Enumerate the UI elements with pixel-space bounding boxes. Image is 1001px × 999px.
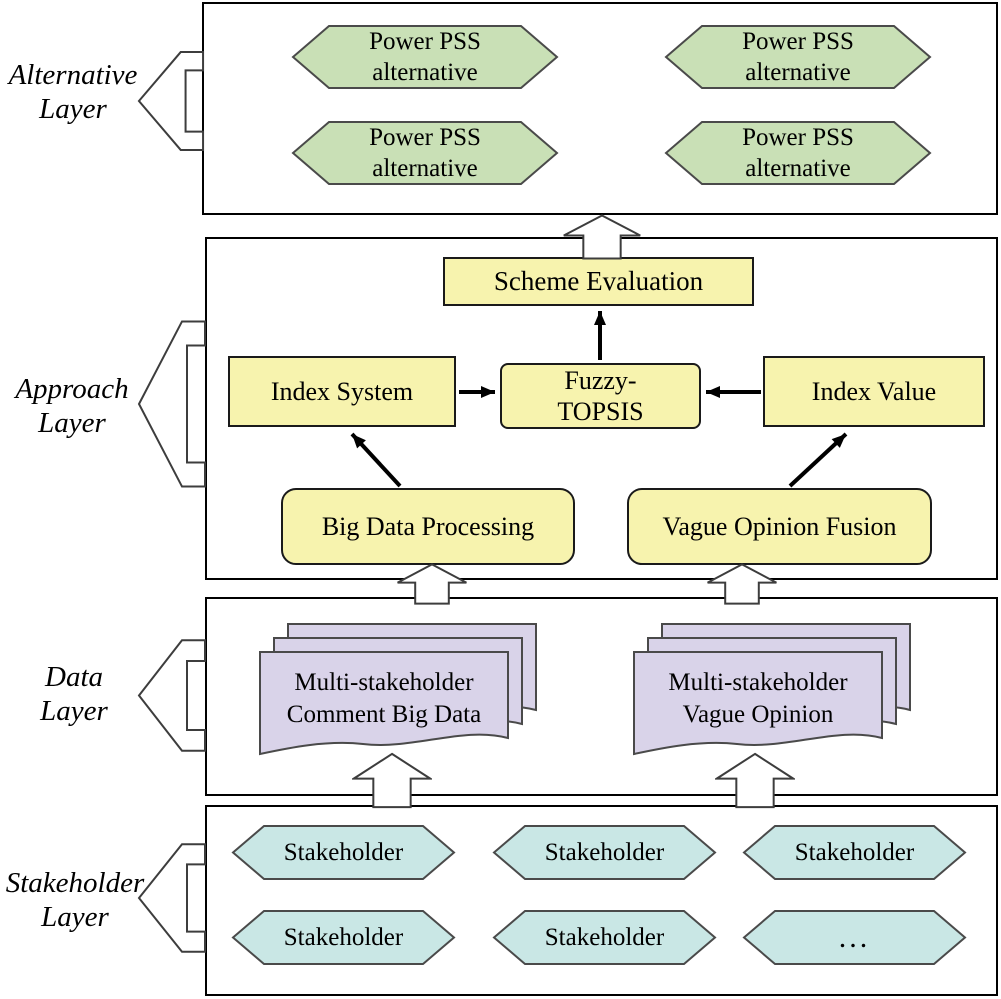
comment-big-data-label: Multi-stakeholder Comment Big Data — [258, 655, 510, 743]
bracket-arrow-shape — [139, 52, 203, 150]
hexagon-shape — [492, 825, 717, 880]
up-arrow-shape — [354, 754, 430, 807]
stakeholder-layer-label-line2: Layer — [41, 901, 109, 934]
hexagon-label: Stakeholder — [231, 909, 456, 966]
bracket-arrow-shape — [139, 640, 205, 750]
comment-big-data-label-line2: Comment Big Data — [286, 701, 482, 728]
hexagon-label-line1: Power PSS — [742, 27, 854, 55]
stakeholder-layer-label-line1: Stakeholder — [5, 867, 145, 899]
hexagon-label-line2: alternative — [745, 59, 851, 86]
hexagon-shape — [231, 910, 456, 965]
stakeholder-hexagon-5: Stakeholder — [492, 909, 717, 966]
hexagon-shape — [231, 825, 456, 880]
stakeholder-to-comment-data-arrow-icon — [352, 752, 432, 809]
data-to-vague-opinion-fusion-arrow-icon — [706, 563, 778, 605]
index-system-label: Index System — [270, 376, 414, 406]
scheme-evaluation-box: Scheme Evaluation — [443, 257, 754, 306]
hexagon-label-line1: Power PSS — [742, 123, 854, 151]
hexagon-shape — [291, 121, 559, 185]
up-arrow-shape — [564, 216, 640, 259]
hexagon-shape — [664, 121, 932, 185]
hexagon-shape — [291, 25, 559, 89]
vague-opinion-label-line2: Vague Opinion — [682, 701, 834, 728]
approach-layer-label-line2: Layer — [38, 407, 106, 440]
approach-layer-label: Approach Layer — [6, 372, 138, 440]
big-data-processing-label: Big Data Processing — [321, 511, 535, 541]
bracket-arrow-shape — [139, 844, 205, 952]
hexagon-shape — [742, 825, 967, 880]
data-layer-label: Data Layer — [22, 660, 126, 728]
power-pss-alternative-hexagon-1: Power PSS alternative — [291, 24, 559, 90]
hexagon-shape — [664, 25, 932, 89]
hexagon-label: Stakeholder — [492, 909, 717, 966]
approach-layer-pointer-icon — [137, 318, 207, 490]
hexagon-label-line2: alternative — [372, 59, 478, 86]
vague-opinion-label-line1: Multi-stakeholder — [668, 668, 848, 696]
up-arrow-shape — [717, 754, 793, 807]
bracket-arrow-shape — [139, 321, 205, 486]
stakeholder-hexagon-4: Stakeholder — [231, 909, 456, 966]
stakeholder-label: Stakeholder — [283, 838, 404, 866]
data-layer-label-line1: Data — [45, 661, 103, 693]
hexagon-label-line1: Power PSS — [369, 123, 481, 151]
power-pss-alternative-hexagon-2: Power PSS alternative — [664, 24, 932, 90]
comment-big-data-document-stack — [259, 623, 537, 756]
hexagon-label: Power PSS alternative — [664, 120, 932, 186]
document-front-shape — [259, 651, 509, 756]
hexagon-label: Power PSS alternative — [291, 24, 559, 90]
hexagon-shape — [492, 910, 717, 965]
stakeholder-label: Stakeholder — [544, 838, 665, 866]
stakeholder-hexagon-1: Stakeholder — [231, 824, 456, 881]
hexagon-label: Stakeholder — [492, 824, 717, 881]
alternative-layer-label-line1: Alternative — [8, 59, 138, 91]
hexagon-shape — [742, 910, 967, 965]
hexagon-label-line2: alternative — [745, 155, 851, 182]
fuzzy-topsis-label-line1: Fuzzy- — [564, 365, 637, 395]
ellipsis-label: ... — [838, 920, 871, 954]
scheme-evaluation-label: Scheme Evaluation — [493, 266, 704, 297]
stakeholder-layer-pointer-icon — [137, 842, 207, 954]
hexagon-label: Power PSS alternative — [291, 120, 559, 186]
data-to-big-data-processing-arrow-icon — [396, 563, 468, 605]
stakeholder-hexagon-2: Stakeholder — [492, 824, 717, 881]
power-pss-alternative-hexagon-3: Power PSS alternative — [291, 120, 559, 186]
approach-to-alternative-arrow-icon — [562, 214, 642, 260]
stakeholder-hexagon-3: Stakeholder — [742, 824, 967, 881]
data-layer-label-line2: Layer — [40, 695, 108, 728]
fuzzy-topsis-label-line2: TOPSIS — [557, 397, 644, 426]
document-front-shape — [633, 651, 883, 756]
comment-big-data-label-line1: Multi-stakeholder — [294, 668, 474, 696]
vague-opinion-fusion-box: Vague Opinion Fusion — [627, 488, 932, 565]
approach-layer-label-line1: Approach — [15, 373, 129, 405]
data-layer-pointer-icon — [137, 638, 207, 753]
vague-opinion-document-stack — [633, 623, 911, 756]
alternative-layer-label-line2: Layer — [39, 93, 107, 126]
hexagon-label-line2: alternative — [372, 155, 478, 182]
alternative-layer-pointer-icon — [137, 50, 205, 152]
hexagon-label: Power PSS alternative — [664, 24, 932, 90]
index-value-label: Index Value — [811, 376, 937, 406]
up-arrow-shape — [708, 564, 777, 603]
stakeholder-label: Stakeholder — [794, 838, 915, 866]
hexagon-label: Stakeholder — [742, 824, 967, 881]
alternative-layer-label: Alternative Layer — [2, 58, 144, 126]
big-data-processing-box: Big Data Processing — [281, 488, 575, 565]
hexagon-label: ... — [742, 909, 967, 966]
vague-opinion-fusion-label: Vague Opinion Fusion — [662, 511, 897, 541]
stakeholder-hexagon-ellipsis: ... — [742, 909, 967, 966]
stakeholder-label: Stakeholder — [283, 923, 404, 951]
hexagon-label: Stakeholder — [231, 824, 456, 881]
hexagon-label-line1: Power PSS — [369, 27, 481, 55]
vague-opinion-label: Multi-stakeholder Vague Opinion — [632, 655, 884, 743]
up-arrow-shape — [398, 564, 467, 603]
power-pss-alternative-hexagon-4: Power PSS alternative — [664, 120, 932, 186]
stakeholder-layer-label: Stakeholder Layer — [0, 866, 150, 934]
index-system-box: Index System — [228, 356, 456, 427]
fuzzy-topsis-box: Fuzzy- TOPSIS — [500, 363, 701, 429]
stakeholder-to-vague-opinion-arrow-icon — [715, 752, 795, 809]
index-value-box: Index Value — [763, 356, 985, 427]
stakeholder-label: Stakeholder — [544, 923, 665, 951]
